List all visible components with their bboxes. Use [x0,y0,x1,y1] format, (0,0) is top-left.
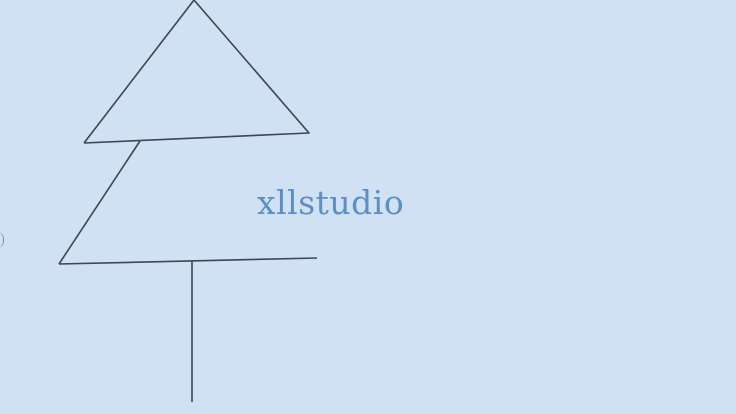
edge-bracket-mark [0,232,4,248]
tree-top-triangle [83,0,310,144]
tree-lower-left-edge [58,140,141,265]
tree-lower-base [58,257,318,265]
watermark-text: xllstudio [257,183,405,222]
